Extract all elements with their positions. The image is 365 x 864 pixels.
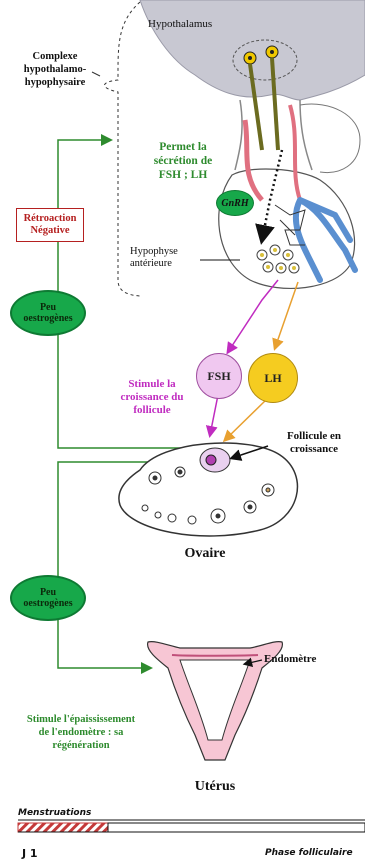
stimule-line2: croissance du — [120, 391, 184, 403]
portal-vessel — [288, 104, 302, 201]
stim-endo-line1: Stimule l'épaississement — [26, 714, 136, 725]
complex-label-line3: hypophysaire — [24, 77, 86, 88]
lh-arrow-top — [272, 281, 299, 351]
retroaction-box: Rétroaction Négative — [16, 208, 84, 242]
oestrogen-oval-bottom-line2: oestrogènes — [23, 598, 73, 609]
gonadotroph-cells — [256, 244, 300, 274]
fsh-arrow-top — [226, 279, 279, 355]
hypophyse-label: Hypophyse antérieure — [130, 246, 178, 270]
hypothalamus-label: Hypothalamus — [148, 18, 213, 30]
neuron-body — [248, 56, 252, 60]
complex-bracket — [104, 1, 141, 297]
gnrh-label: GnRH — [221, 197, 249, 209]
complex-label-line1: Complexe — [32, 51, 78, 62]
complex-label: Complexe hypothalamo- hypophysaire — [6, 50, 104, 89]
menstruation-bar[interactable] — [17, 822, 109, 833]
pituitary-stalk — [234, 99, 313, 171]
neuron-cluster — [232, 39, 298, 81]
stimule-line1: Stimule la — [128, 378, 176, 390]
vessel-network — [274, 204, 306, 246]
endometrium-pointer — [242, 657, 263, 668]
estrogen-arrow — [57, 461, 210, 674]
day-label: J 1 — [22, 847, 38, 860]
ovary-follicles — [141, 466, 275, 525]
axon — [248, 63, 264, 151]
follicule-line2: croissance — [289, 443, 339, 455]
retroaction-line1: Rétroaction — [23, 213, 77, 224]
axon — [270, 57, 280, 151]
uterus-inner — [179, 659, 251, 741]
portal-vessel — [242, 119, 264, 202]
posterior-lobe — [299, 103, 361, 174]
stimule-endometre-label: Stimule l'épaississement de l'endomètre … — [0, 713, 162, 752]
hypophyse-line2: antérieure — [130, 258, 172, 269]
endometre-label: Endomètre — [264, 653, 317, 665]
permet-label: Permet la sécrétion de FSH ; LH — [138, 140, 228, 182]
uterus-label: Utérus — [194, 779, 236, 794]
hypophyse-line1: Hypophyse — [130, 246, 178, 257]
permet-line2: sécrétion de — [153, 155, 213, 167]
endometrium-lining — [171, 654, 259, 657]
oestrogen-oval-top-line2: oestrogènes — [23, 313, 73, 324]
stim-endo-line3: régénération — [52, 740, 110, 751]
pituitary-gland — [218, 168, 356, 290]
follicle-pointer — [229, 445, 269, 461]
gnrh-path — [255, 149, 284, 245]
blue-vessel — [292, 197, 358, 283]
fsh-label: FSH — [207, 368, 231, 383]
permet-line1: Permet la — [159, 141, 207, 153]
complex-label-line2: hypothalamo- — [23, 64, 87, 75]
cycle-bar — [107, 822, 365, 833]
phase-label: Phase folliculaire — [265, 848, 353, 858]
menstruations-label: Menstruations — [18, 808, 92, 818]
hypophyse-pointer — [200, 259, 240, 261]
lh-arrow-bottom — [222, 397, 269, 443]
ovaire-label: Ovaire — [184, 546, 226, 561]
oestrogen-oval-bottom-line1: Peu — [39, 587, 57, 598]
lh-label: LH — [264, 370, 282, 385]
oestrogen-oval-bottom: Peu oestrogènes — [10, 575, 86, 621]
fsh-arrow-bottom — [205, 394, 219, 438]
follicule-label: Follicule en croissance — [268, 430, 360, 456]
neuron-body — [270, 50, 274, 54]
permet-line3: FSH ; LH — [158, 169, 208, 181]
gnrh-badge: GnRH — [216, 190, 254, 216]
fsh-circle: FSH — [196, 353, 242, 399]
oestrogen-oval-top: Peu oestrogènes — [10, 290, 86, 336]
retroaction-line2: Négative — [30, 225, 70, 236]
stimule-follicule-label: Stimule la croissance du follicule — [112, 378, 192, 417]
oocyte — [205, 454, 217, 466]
complex-pointer — [91, 71, 101, 77]
stim-endo-line2: de l'endomètre : sa — [38, 727, 124, 738]
follicule-line1: Follicule en — [286, 430, 342, 442]
hypothalamus-shape — [139, 0, 365, 101]
lh-circle: LH — [248, 353, 298, 403]
stimule-line3: follicule — [133, 404, 171, 416]
oestrogen-oval-top-line1: Peu — [39, 302, 57, 313]
